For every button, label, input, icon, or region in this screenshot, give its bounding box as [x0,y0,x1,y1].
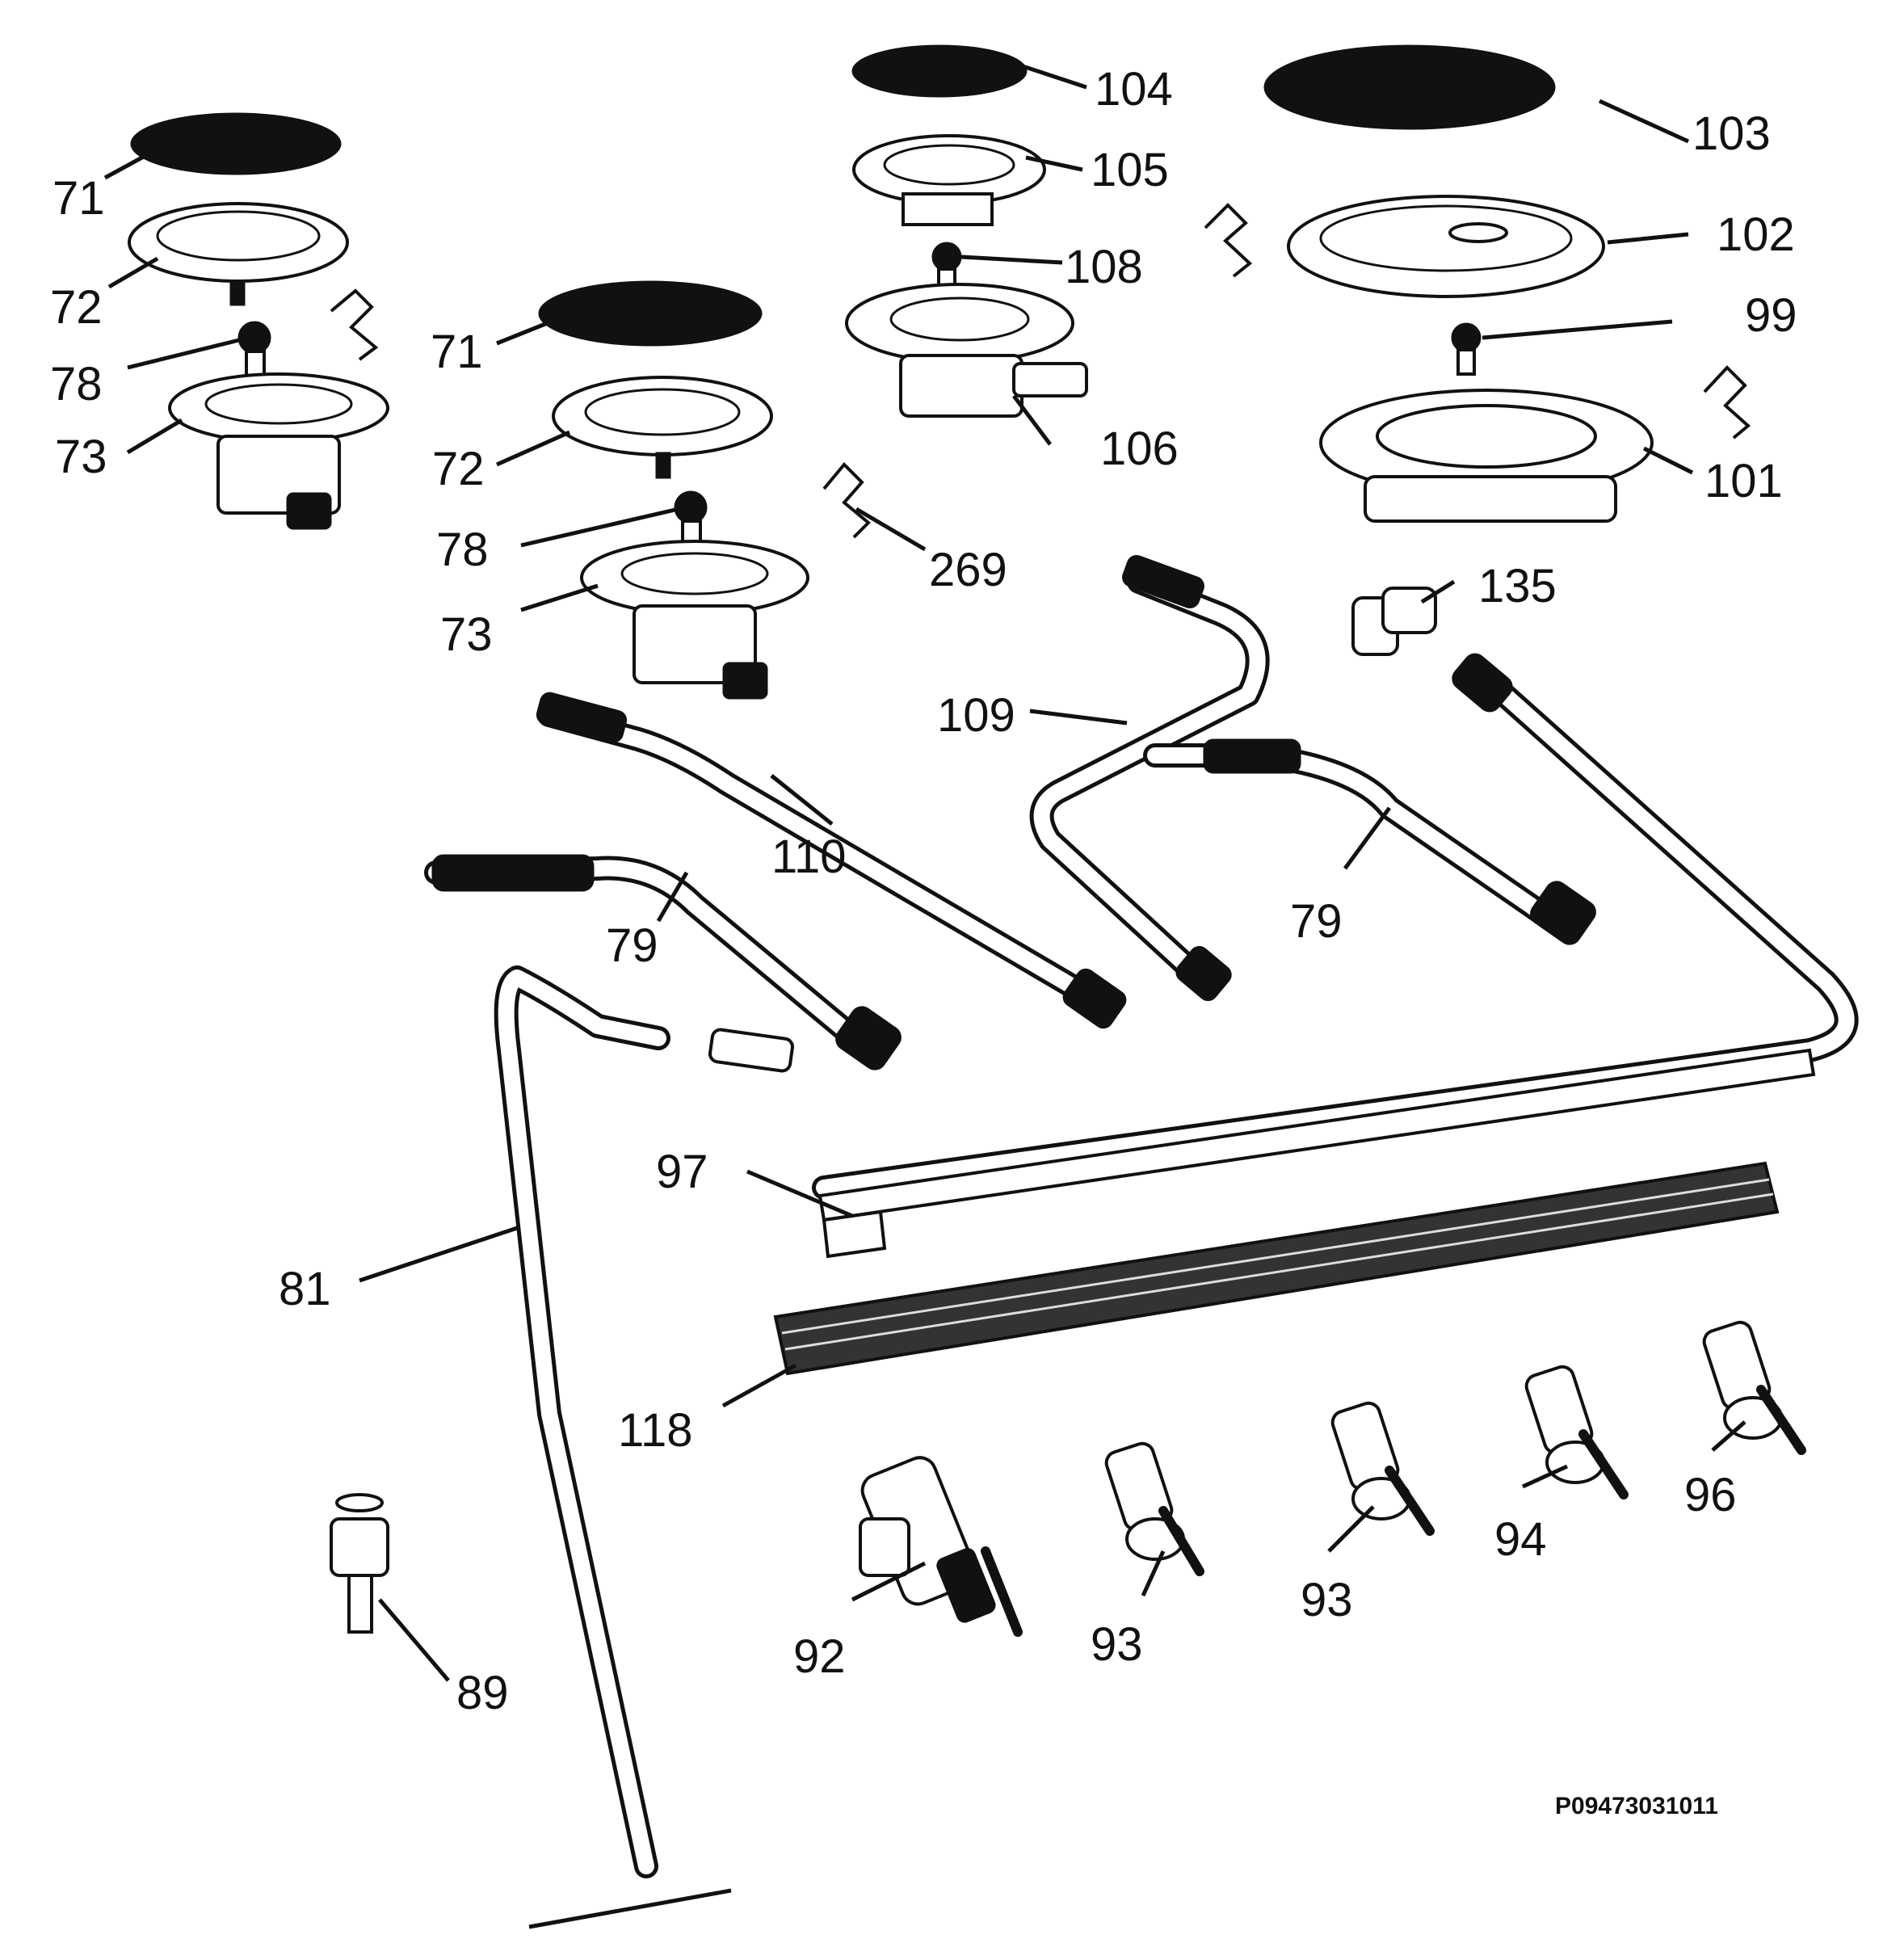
pipe-81-fitting [708,1028,795,1073]
burner-crown-105-legs [902,192,994,226]
pipe-79-left-nut [835,1006,902,1070]
burner-cap-104 [851,44,1028,98]
label-109: 109 [937,689,1015,742]
gas-taps [859,1320,1806,1637]
label-78-middle: 78 [436,524,489,576]
label-89: 89 [456,1667,509,1719]
label-103: 103 [1692,107,1771,160]
burner-crown-left-inner [156,210,321,262]
label-72-middle: 72 [432,443,485,495]
label-93-b: 93 [1301,1574,1353,1626]
retaining-clips-269 [330,203,1751,539]
injector-99 [1451,322,1482,353]
base-line [528,1888,732,1929]
burner-base-106-ring [889,297,1030,342]
clip-top [1204,203,1253,278]
injector-left-body [245,350,266,377]
pipe-110-fitting [536,692,628,743]
burner-crown-left-stem [229,280,246,306]
label-73-middle: 73 [440,608,493,661]
label-78-left: 78 [50,358,103,410]
label-135: 135 [1478,560,1557,612]
clip-middle [822,462,871,539]
burner-crown-102-hub [1448,222,1508,243]
pipe-79-right-nut [1530,881,1596,945]
burner-crown-105-inner [883,144,1015,186]
label-71-middle: 71 [431,326,483,378]
gas-pipes [424,554,1859,1878]
label-79-right: 79 [1290,895,1343,948]
label-118: 118 [618,1404,692,1457]
label-73-left: 73 [55,431,107,483]
burner-base-left-ring [204,383,353,425]
gas-tap-93-b [1330,1401,1435,1536]
pipe-109-nut [1175,945,1232,1002]
burner-cap-middle [538,280,763,347]
label-93-a: 93 [1091,1618,1143,1671]
manifold-bar-118 [773,1161,1780,1376]
pipe-79-right-fitting [1203,738,1301,774]
label-79-left: 79 [606,919,658,972]
injector-108 [931,242,962,272]
burner-assembly-left [128,112,389,530]
injector-left [237,321,271,355]
label-108: 108 [1065,241,1143,293]
burner-crown-middle-inner [584,388,741,436]
burner-crown-middle-stem [655,452,671,479]
gas-tap-96 [1702,1320,1806,1455]
label-81: 81 [279,1263,331,1315]
clip-right [1703,365,1751,440]
label-105: 105 [1091,144,1169,196]
pipe-110-nut [1062,968,1127,1029]
part-labels: 71 72 78 73 71 72 78 73 269 104 105 108 … [50,63,1797,1819]
label-72-left: 72 [50,281,103,334]
burner-base-106-nozzle [1012,362,1088,397]
label-96: 96 [1684,1469,1737,1521]
burner-cap-left [130,112,342,175]
burner-base-middle-body [633,604,757,684]
label-99: 99 [1745,289,1797,342]
label-110: 110 [771,831,846,883]
pipe-109-fitting [1122,554,1204,609]
bracket-97 [818,1048,1816,1259]
burner-crown-102 [1287,195,1605,298]
gas-tap-93-a [1104,1441,1204,1576]
burner-assembly-right [1263,44,1654,523]
label-71-left: 71 [53,172,105,225]
leader-lines [103,62,1746,1682]
label-101: 101 [1704,455,1783,507]
burner-base-101-ring [1376,404,1597,469]
elbow-connector-135 [1351,587,1437,656]
label-94: 94 [1494,1513,1547,1566]
label-97: 97 [656,1146,708,1198]
burner-base-106 [845,283,1074,364]
burner-base-106-body [899,354,1023,418]
label-106: 106 [1100,423,1179,475]
burner-assembly-middle [538,280,809,700]
burner-crown-102-inner [1319,204,1573,272]
label-269: 269 [929,544,1007,596]
injector-middle [674,490,708,524]
burner-base-middle-nozzle [722,662,768,700]
injector-99-body [1456,348,1476,376]
burner-base-middle-ring [620,552,769,595]
label-102: 102 [1717,208,1795,261]
burner-base-101-body [1364,475,1617,523]
pipe-main-rail-end [1452,653,1513,713]
label-104: 104 [1095,63,1173,116]
gas-tap-94 [1524,1365,1629,1499]
gas-tap-92 [859,1456,1023,1637]
burner-base-left-nozzle [286,492,332,530]
label-92: 92 [793,1630,846,1683]
drawing-code: P09473031011 [1555,1793,1718,1819]
burner-assembly-top-center [845,44,1088,418]
connector-89 [330,1493,389,1634]
pipe-79-left-fitting [431,854,595,892]
burner-cap-103 [1263,44,1556,130]
clip-left [330,288,379,361]
